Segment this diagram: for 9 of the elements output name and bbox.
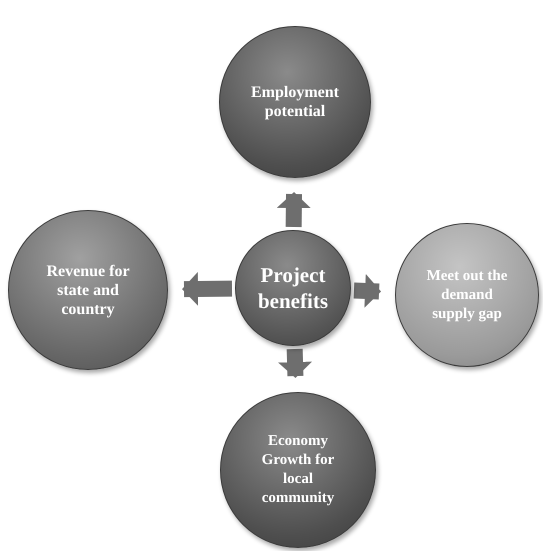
circle-label: Meet out the demand supply gap [426,266,508,324]
circle-label: Employment potential [250,83,340,121]
block-arrow [354,274,382,308]
circle-label: Project benefits [257,262,329,314]
block-arrow [182,272,232,306]
circle-label: Revenue for state and country [45,262,131,318]
block-arrow [276,192,311,228]
block-arrow [278,348,312,378]
circle-label: Economy Growth for local community [260,432,336,508]
